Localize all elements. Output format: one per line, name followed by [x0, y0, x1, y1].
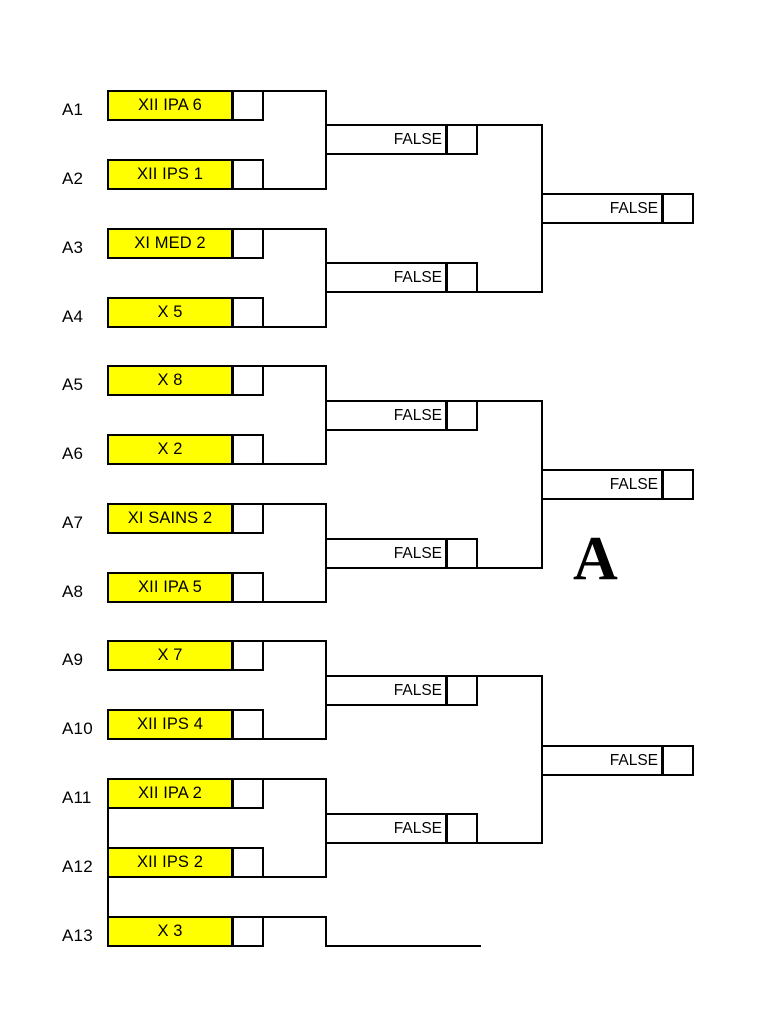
- connector-a12-bottom: [264, 876, 327, 878]
- team-plate-a11[interactable]: XII IPA 2: [107, 778, 233, 809]
- team-plate-a7[interactable]: XI SAINS 2: [107, 503, 233, 534]
- score-cell-r2-m4[interactable]: [446, 538, 478, 569]
- team-plate-a3[interactable]: XI MED 2: [107, 228, 233, 259]
- seed-label-a10: A10: [62, 719, 93, 738]
- score-cell-a5[interactable]: [232, 365, 264, 396]
- seed-label-a4: A4: [62, 307, 84, 326]
- connector-a10-bottom: [264, 738, 327, 740]
- seed-label-a13: A13: [62, 926, 93, 945]
- team-plate-a5[interactable]: X 8: [107, 365, 233, 396]
- score-cell-a11[interactable]: [232, 778, 264, 809]
- seed-label-a6: A6: [62, 444, 84, 463]
- seed-label-a2: A2: [62, 169, 84, 188]
- seed-label-a7: A7: [62, 513, 84, 532]
- score-cell-a13[interactable]: [232, 916, 264, 947]
- seed-label-a12: A12: [62, 857, 93, 876]
- group-letter: A: [573, 525, 618, 593]
- team-plate-a9[interactable]: X 7: [107, 640, 233, 671]
- connector-a11-top: [264, 778, 327, 780]
- connector-a13-bye: [325, 945, 481, 947]
- team-plate-a12[interactable]: XII IPS 2: [107, 847, 233, 878]
- score-cell-r2-m3[interactable]: [446, 400, 478, 431]
- score-cell-a8[interactable]: [232, 572, 264, 603]
- seed-label-a8: A8: [62, 582, 84, 601]
- score-cell-r2-m2[interactable]: [446, 262, 478, 293]
- score-cell-a6[interactable]: [232, 434, 264, 465]
- score-cell-a12[interactable]: [232, 847, 264, 878]
- connector-r2m6-bottom: [478, 842, 543, 844]
- team-plate-a6[interactable]: X 2: [107, 434, 233, 465]
- connector-a3-top: [264, 228, 327, 230]
- score-cell-r2-m1[interactable]: [446, 124, 478, 155]
- connector-a8-bottom: [264, 601, 327, 603]
- score-cell-r2-m5[interactable]: [446, 675, 478, 706]
- connector-r2m1-top: [478, 124, 543, 126]
- result-box-r3-m1[interactable]: FALSE: [541, 193, 663, 224]
- connector-r2m4-bottom: [478, 567, 543, 569]
- seed-label-a5: A5: [62, 375, 84, 394]
- team-plate-a10[interactable]: XII IPS 4: [107, 709, 233, 740]
- connector-r2m5-top: [478, 675, 543, 677]
- score-cell-r2-m6[interactable]: [446, 813, 478, 844]
- score-cell-a3[interactable]: [232, 228, 264, 259]
- score-cell-r3-m3[interactable]: [662, 745, 694, 776]
- connector-a11-a13-spine: [107, 809, 109, 916]
- connector-r2m2-bottom: [478, 291, 543, 293]
- result-box-r2-m3[interactable]: FALSE: [325, 400, 447, 431]
- score-cell-a10[interactable]: [232, 709, 264, 740]
- seed-label-a1: A1: [62, 100, 84, 119]
- connector-a2-bottom: [264, 188, 327, 190]
- result-box-r2-m5[interactable]: FALSE: [325, 675, 447, 706]
- connector-a13-top: [264, 916, 327, 918]
- result-box-r2-m1[interactable]: FALSE: [325, 124, 447, 155]
- score-cell-a1[interactable]: [232, 90, 264, 121]
- team-plate-a2[interactable]: XII IPS 1: [107, 159, 233, 190]
- team-plate-a8[interactable]: XII IPA 5: [107, 572, 233, 603]
- connector-a9-top: [264, 640, 327, 642]
- score-cell-r3-m2[interactable]: [662, 469, 694, 500]
- score-cell-a9[interactable]: [232, 640, 264, 671]
- connector-a4-bottom: [264, 326, 327, 328]
- team-plate-a4[interactable]: X 5: [107, 297, 233, 328]
- seed-label-a11: A11: [62, 788, 92, 807]
- team-plate-a1[interactable]: XII IPA 6: [107, 90, 233, 121]
- score-cell-a4[interactable]: [232, 297, 264, 328]
- result-box-r2-m6[interactable]: FALSE: [325, 813, 447, 844]
- result-box-r3-m2[interactable]: FALSE: [541, 469, 663, 500]
- seed-label-a9: A9: [62, 650, 84, 669]
- score-cell-r3-m1[interactable]: [662, 193, 694, 224]
- team-plate-a13[interactable]: X 3: [107, 916, 233, 947]
- score-cell-a7[interactable]: [232, 503, 264, 534]
- connector-r2m3-top: [478, 400, 543, 402]
- connector-a1-top: [264, 90, 327, 92]
- score-cell-a2[interactable]: [232, 159, 264, 190]
- result-box-r2-m2[interactable]: FALSE: [325, 262, 447, 293]
- connector-a13-drop: [325, 916, 327, 947]
- result-box-r2-m4[interactable]: FALSE: [325, 538, 447, 569]
- seed-label-a3: A3: [62, 238, 84, 257]
- result-box-r3-m3[interactable]: FALSE: [541, 745, 663, 776]
- connector-a7-top: [264, 503, 327, 505]
- connector-a6-bottom: [264, 463, 327, 465]
- connector-a5-top: [264, 365, 327, 367]
